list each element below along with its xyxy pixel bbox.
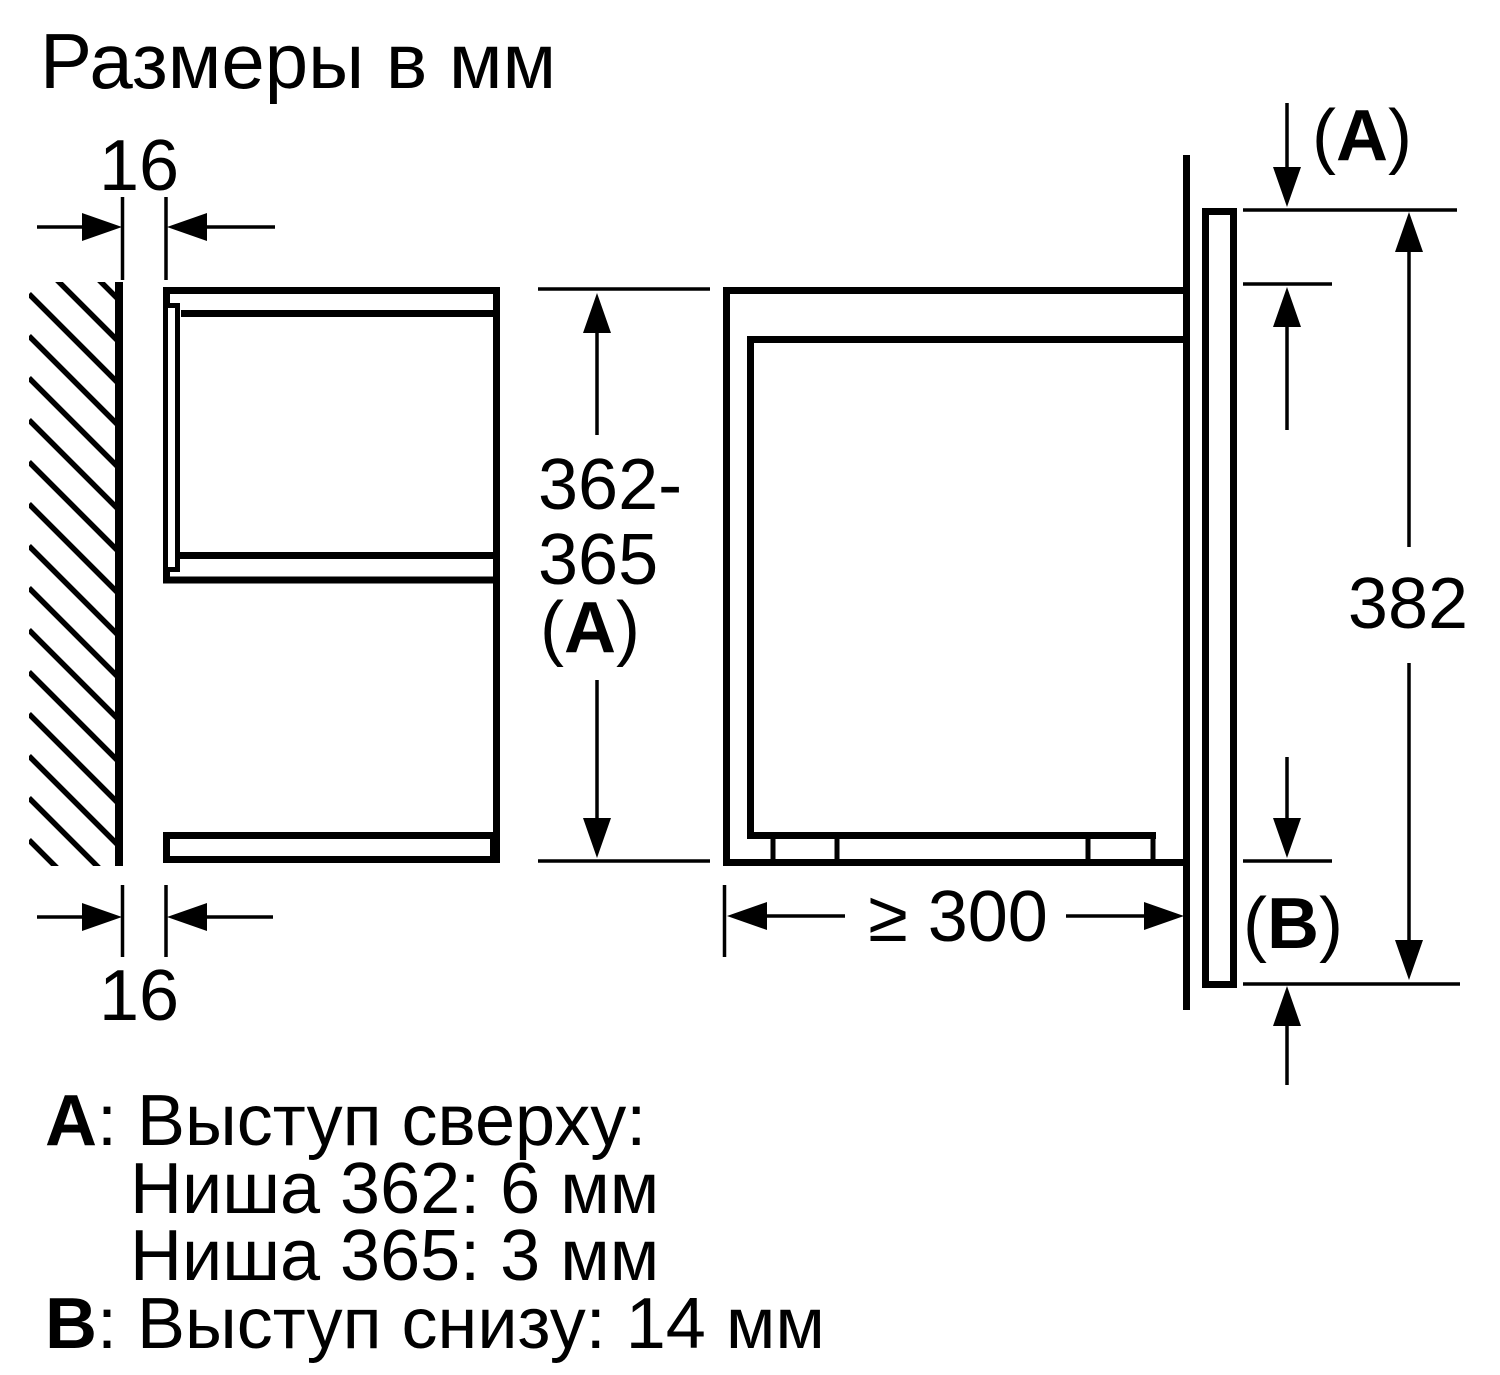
- dim-top-protrusion: [1243, 103, 1457, 430]
- arrowhead-right-icon: [82, 213, 122, 241]
- dim-niche-height: [538, 287, 710, 863]
- wall-hatch-line: [29, 502, 119, 596]
- dim-label-niche-height-1: 362-: [538, 445, 682, 525]
- wall-hatch-line: [29, 376, 119, 470]
- wall-hatch-line: [29, 754, 119, 848]
- cabinet-bottom-panel: [163, 832, 497, 863]
- arrowhead-down-icon: [583, 818, 611, 858]
- wall-hatch-line: [29, 418, 119, 512]
- wall-hatch-line: [55, 282, 119, 344]
- dim-16-bottom: [37, 885, 273, 957]
- paren: ): [616, 588, 640, 668]
- arrowhead-up-icon: [583, 293, 611, 333]
- wall-hatch: [29, 282, 119, 866]
- arrowhead-left-icon: [167, 903, 207, 931]
- dim-label-niche-height-2: 365: [538, 520, 658, 600]
- arrowhead-left-icon: [727, 902, 767, 930]
- dim-bottom-protrusion: [1243, 757, 1460, 1085]
- dim-label-16-top: 16: [99, 126, 179, 206]
- legend-row-a-sub1: Ниша 362: 6 мм: [130, 1149, 659, 1229]
- dim-min-depth: [722, 885, 1144, 957]
- wall-hatch-line: [29, 586, 119, 680]
- arrowhead-up-icon: [1273, 986, 1301, 1026]
- dim-label-b: (B): [1243, 884, 1343, 964]
- wall-hatch-line: [29, 838, 59, 866]
- legend-text-b: : Выступ снизу: 14 мм: [97, 1284, 825, 1364]
- dim-label-16-bottom: 16: [99, 956, 179, 1036]
- paren: ): [1319, 884, 1343, 964]
- arrowhead-down-icon: [1273, 167, 1301, 207]
- legend-key-b: B: [45, 1284, 97, 1364]
- dim-16-top: [37, 197, 275, 280]
- arrowhead-down-icon: [1395, 940, 1423, 980]
- wall-hatch-line: [29, 628, 119, 722]
- drawing-title: Размеры в мм: [40, 17, 556, 105]
- wall-hatch-line: [29, 796, 101, 866]
- arrowhead-up-icon: [1395, 212, 1423, 252]
- key-letter: A: [564, 588, 616, 668]
- dim-label-382: 382: [1348, 564, 1468, 644]
- front-trim-strip: [1202, 208, 1237, 988]
- paren: (: [1312, 96, 1336, 176]
- drawing-strokes: [29, 103, 1460, 1085]
- paren: (: [1243, 884, 1267, 964]
- arrowheads: [82, 167, 1423, 1026]
- legend-row-a-sub2: Ниша 365: 3 мм: [130, 1216, 659, 1296]
- arrowhead-left-icon: [167, 213, 207, 241]
- front-section-cabinet: [723, 155, 1237, 1010]
- appliance-feet: [770, 839, 1156, 860]
- wall-hatch-line: [29, 292, 119, 386]
- legend-row-a: A: Выступ сверху:: [45, 1081, 646, 1161]
- wall-hatch-line: [29, 460, 119, 554]
- dim-label-niche-height-a: (A): [540, 588, 640, 668]
- legend: A: Выступ сверху: Ниша 362: 6 мм Ниша 36…: [45, 1081, 825, 1364]
- arrowhead-up-icon: [1273, 287, 1301, 327]
- wall-hatch-line: [29, 670, 119, 764]
- key-letter: B: [1267, 884, 1319, 964]
- labels: Размеры в мм 16 16 362- 365 (A) (A) 382 …: [40, 17, 1468, 1364]
- arrowhead-right-icon: [82, 903, 122, 931]
- wall-hatch-line: [29, 334, 119, 428]
- wall-hatch-line: [29, 544, 119, 638]
- arrowhead-down-icon: [1273, 818, 1301, 858]
- wall-hatch-line: [29, 712, 119, 806]
- wall-section: [29, 282, 123, 866]
- paren: (: [540, 588, 564, 668]
- key-letter: A: [1336, 96, 1388, 176]
- side-section-cabinet: [163, 287, 500, 863]
- arrowhead-right-icon: [1144, 902, 1184, 930]
- wall-hatch-line: [97, 282, 119, 302]
- dim-label-a: (A): [1312, 96, 1412, 176]
- dim-label-min-depth: ≥ 300: [868, 877, 1048, 957]
- paren: ): [1388, 96, 1412, 176]
- legend-key-a: A: [45, 1081, 97, 1161]
- legend-text-a: : Выступ сверху:: [97, 1081, 646, 1161]
- cabinet-back-rail: [163, 303, 180, 572]
- legend-row-b: B: Выступ снизу: 14 мм: [45, 1284, 825, 1364]
